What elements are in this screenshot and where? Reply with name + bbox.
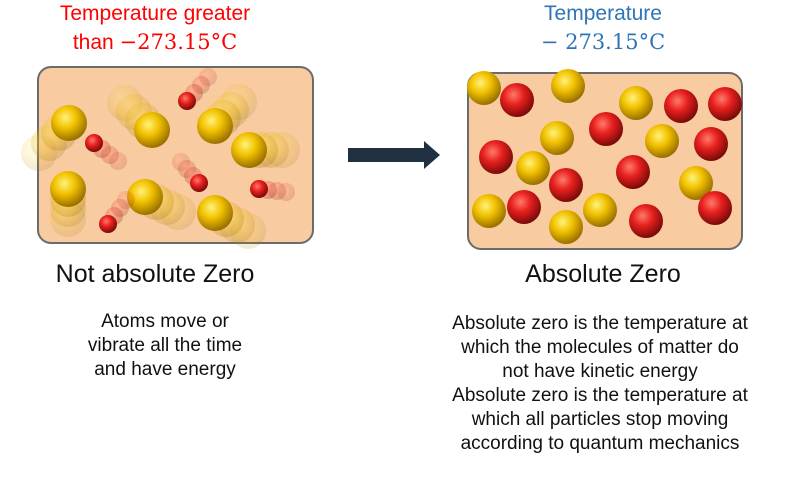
red-atom [178,92,196,110]
right-desc-line: Absolute zero is the temperature at [452,313,748,334]
red-atom [190,174,208,192]
gold-atom [467,71,501,105]
red-atom [549,168,583,202]
right-header: Temperature − 273.15°C [453,0,753,56]
moving-atoms-group [21,68,300,249]
red-atom [698,191,732,225]
right-desc-line: Absolute zero is the temperature at [452,385,748,406]
right-description: Absolute zero is the temperature at whic… [412,312,788,456]
right-title: Absolute Zero [525,260,681,288]
red-atom [250,180,268,198]
gold-atom [51,105,87,141]
left-title: Not absolute Zero [55,260,255,288]
left-description: Atoms move or vibrate all the time and h… [0,310,330,382]
gold-atom [50,171,86,207]
gold-atom [645,124,679,158]
red-atom [708,87,742,121]
gold-atom [679,166,713,200]
left-desc-line: Atoms move or [101,311,229,332]
red-atom [664,89,698,123]
right-header-temperature: − 273.15°C [540,30,666,54]
red-atom [99,215,117,233]
gold-atom [549,210,583,244]
red-atom [85,134,103,152]
red-atom [629,204,663,238]
gold-atom [551,69,585,103]
left-desc-line: vibrate all the time [87,335,243,356]
gold-atom [583,193,617,227]
gold-atom [134,112,170,148]
left-header: Temperature greater than −273.15°C [0,0,310,57]
right-arrow-icon [348,141,440,169]
gold-atom [197,195,233,231]
right-header-line1: Temperature [544,2,662,25]
red-atom [589,112,623,146]
gold-atom [127,179,163,215]
left-header-temperature: −273.15°C [119,30,238,54]
red-atom [507,190,541,224]
left-header-line1: Temperature greater [59,2,251,25]
left-header-prefix: than [72,31,120,54]
gold-atom [540,121,574,155]
left-desc-line: and have energy [94,359,236,380]
red-atom [694,127,728,161]
right-desc-line: according to quantum mechanics [460,433,740,454]
gold-atom [231,132,267,168]
red-atom [616,155,650,189]
gold-atom [516,151,550,185]
right-desc-line: which all particles stop moving [471,409,729,430]
red-atom [479,140,513,174]
gold-atom [619,86,653,120]
right-desc-line: which the molecules of matter do [461,337,739,358]
gold-atom [197,108,233,144]
gold-atom [472,194,506,228]
vibrating-atoms-group [467,69,742,244]
red-atom [500,83,534,117]
right-desc-line: not have kinetic energy [502,361,698,382]
left-header-line2: than −273.15°C [0,28,310,57]
